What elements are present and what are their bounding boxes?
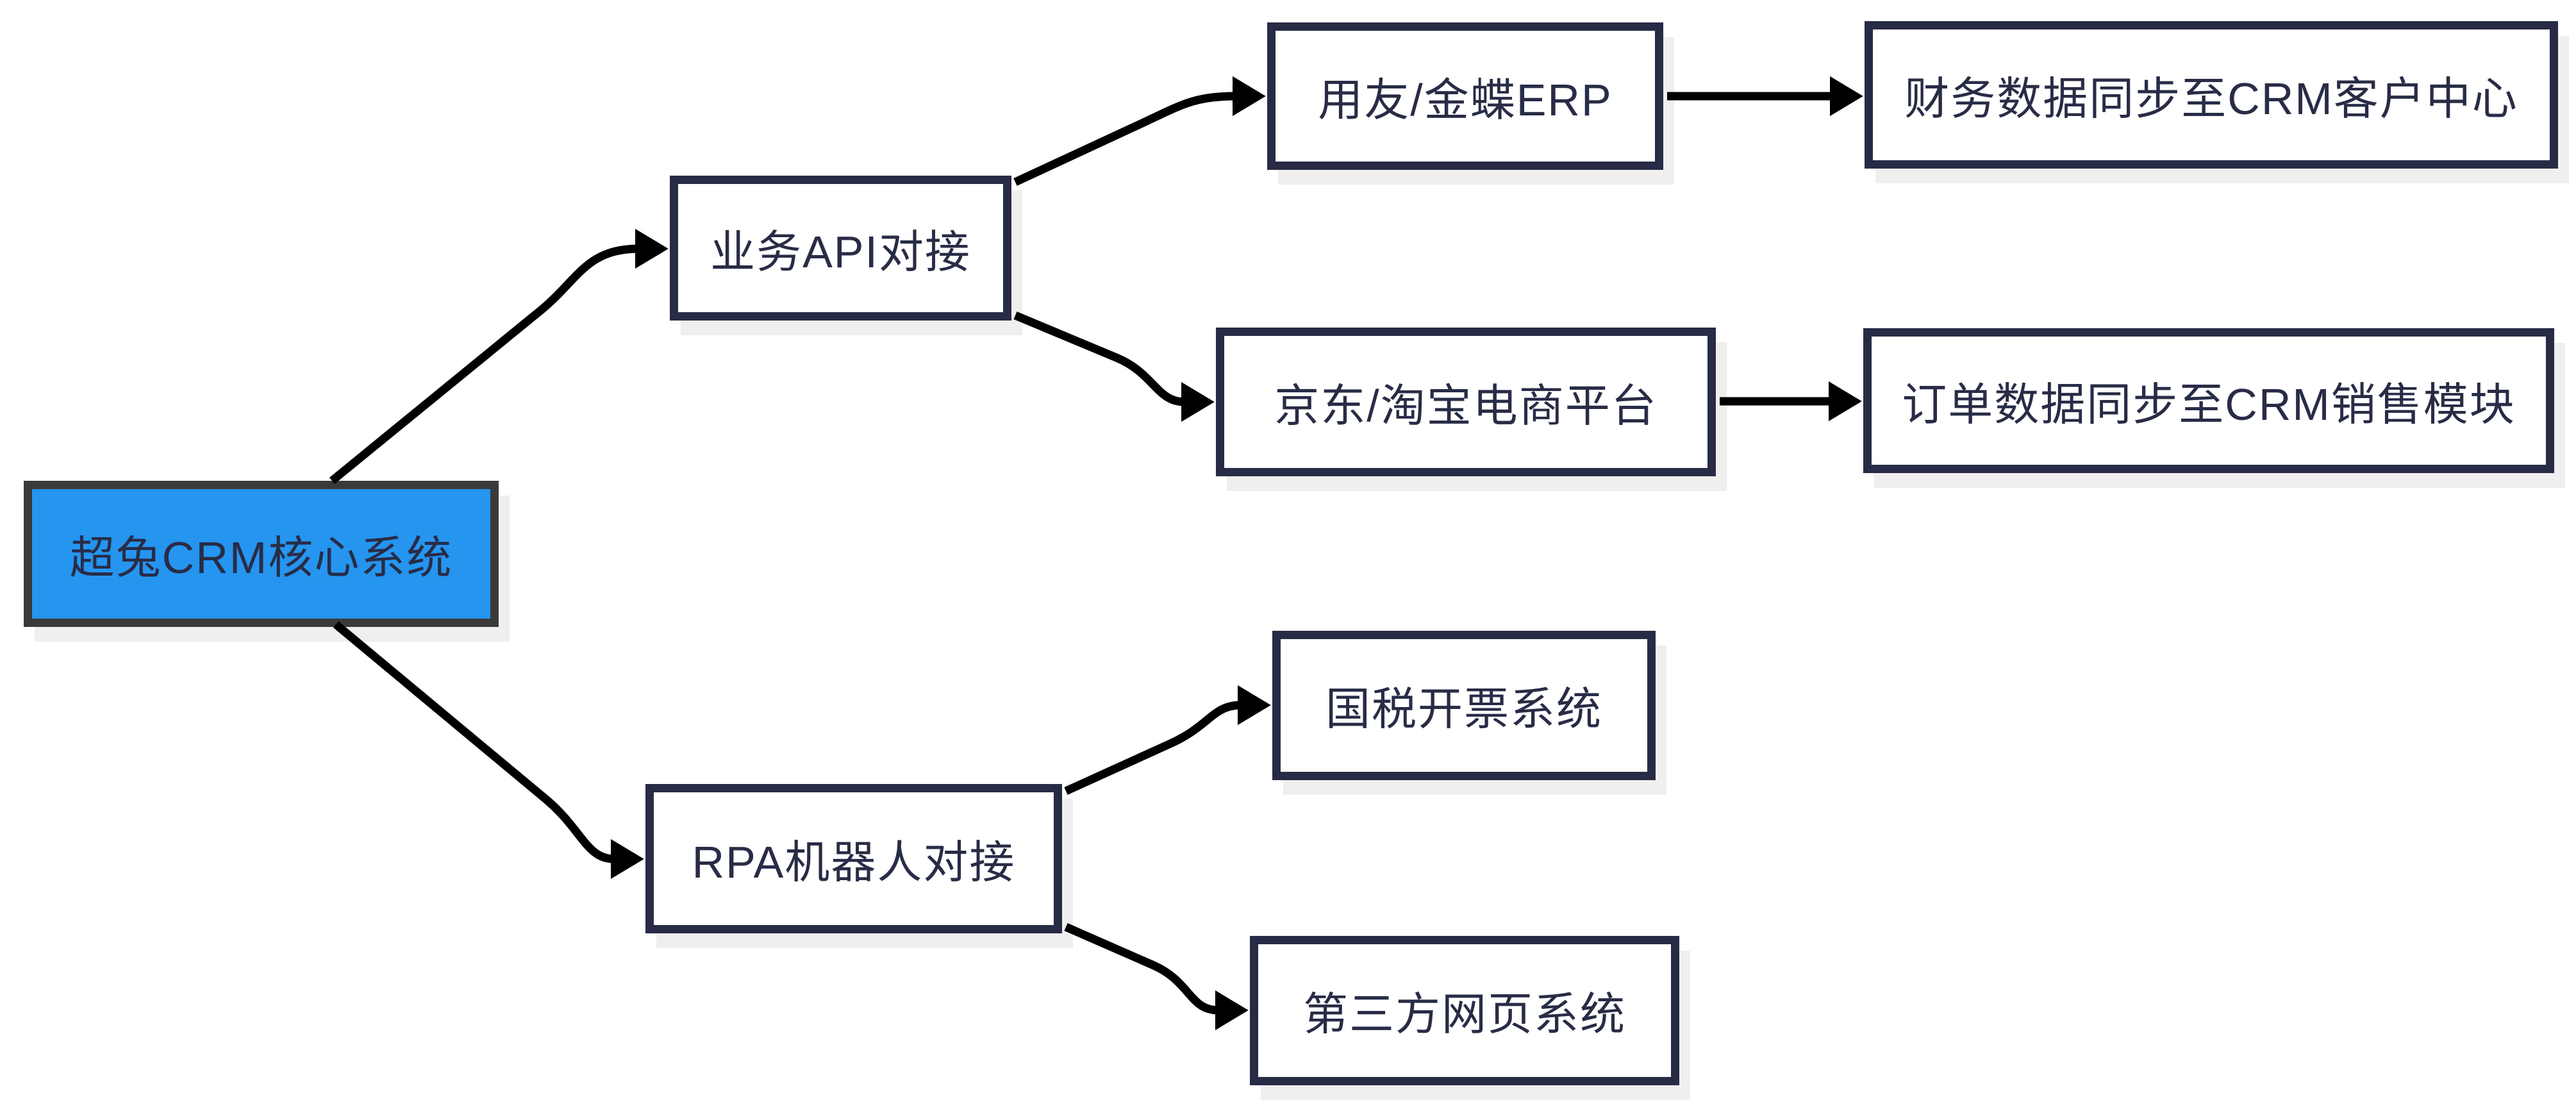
node-third-party-web-label: 第三方网页系统	[1303, 989, 1626, 1039]
node-finance-sync-label: 财务数据同步至CRM客户中心	[1904, 73, 2518, 124]
edge-business-api-to-erp	[1013, 76, 1266, 186]
node-finance-sync: 财务数据同步至CRM客户中心	[1865, 21, 2558, 169]
node-erp: 用友/金蝶ERP	[1267, 22, 1663, 170]
node-rpa-label: RPA机器人对接	[692, 837, 1016, 887]
node-tax-invoice: 国税开票系统	[1272, 631, 1656, 780]
node-crm-core: 超兔CRM核心系统	[24, 481, 499, 627]
node-business-api: 业务API对接	[670, 176, 1011, 321]
node-order-sync: 订单数据同步至CRM销售模块	[1863, 328, 2554, 473]
node-rpa: RPA机器人对接	[645, 784, 1062, 933]
node-tax-invoice-label: 国税开票系统	[1325, 684, 1602, 734]
node-business-api-label: 业务API对接	[710, 226, 971, 277]
node-ecommerce-platform: 京东/淘宝电商平台	[1216, 328, 1716, 476]
edge-rpa-to-tax-invoice	[1064, 685, 1271, 795]
edge-crm-core-to-business-api	[329, 228, 669, 485]
node-order-sync-label: 订单数据同步至CRM销售模块	[1902, 379, 2516, 429]
node-crm-core-label: 超兔CRM核心系统	[69, 532, 453, 583]
edge-business-api-to-ecommerce	[1013, 312, 1215, 422]
edge-rpa-to-third-party-web	[1064, 923, 1249, 1031]
node-ecommerce-platform-label: 京东/淘宝电商平台	[1274, 380, 1658, 431]
node-erp-label: 用友/金蝶ERP	[1318, 74, 1613, 125]
node-third-party-web: 第三方网页系统	[1250, 936, 1679, 1085]
edge-crm-core-to-rpa	[333, 621, 644, 880]
